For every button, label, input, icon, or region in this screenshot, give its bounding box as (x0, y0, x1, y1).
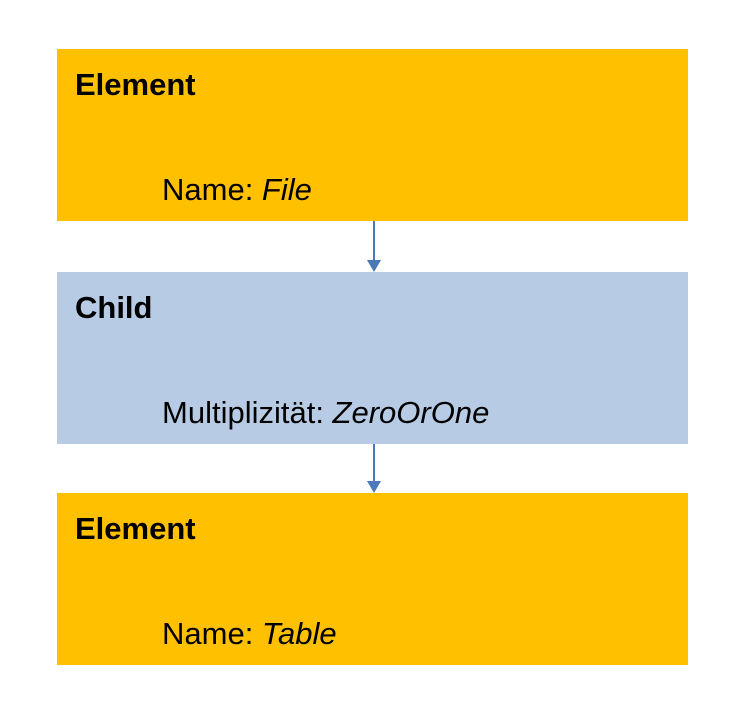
arrow-down-icon (367, 444, 381, 493)
element-box-file: Element Name: File (57, 49, 688, 221)
box-title: Element (75, 67, 196, 102)
property-label: Name: (162, 172, 262, 207)
box-property: Name: Table (162, 618, 337, 649)
connector-arrow (367, 221, 381, 272)
box-title: Child (75, 290, 153, 325)
element-box-table: Element Name: Table (57, 493, 688, 665)
property-value: Table (261, 616, 337, 651)
property-label: Name: (162, 616, 262, 651)
box-property: Multiplizität: ZeroOrOne (162, 397, 489, 428)
box-title: Element (75, 511, 196, 546)
box-property: Name: File (162, 174, 312, 205)
property-label: Multiplizität: (162, 395, 333, 430)
connector-arrow (367, 444, 381, 493)
child-box: Child Multiplizität: ZeroOrOne (57, 272, 688, 444)
property-value: File (261, 172, 312, 207)
arrow-down-icon (367, 221, 381, 272)
property-value: ZeroOrOne (332, 395, 490, 430)
